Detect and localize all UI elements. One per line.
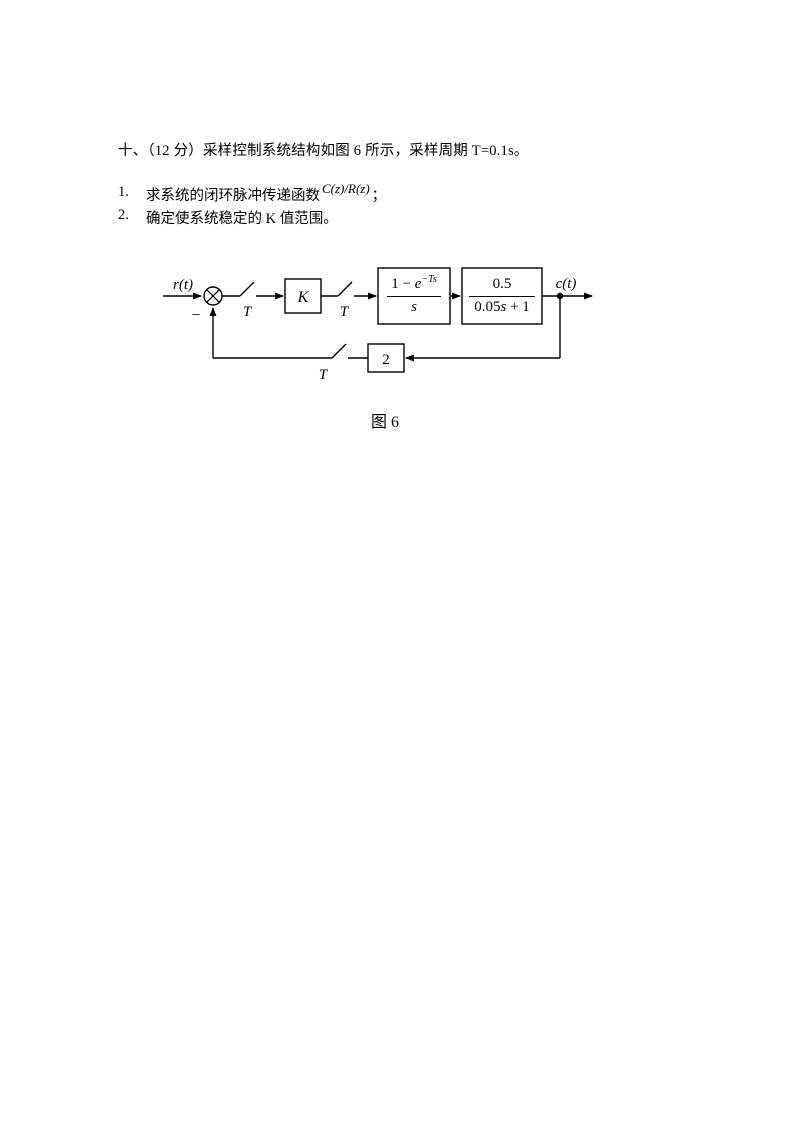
inline-math-transfer-function: C(z)/R(z): [322, 181, 370, 196]
minus-sign-label: −: [191, 307, 200, 324]
sampler-period-label-2: T: [340, 304, 350, 320]
zoh-denominator: s: [411, 298, 417, 315]
plant-den-tail: + 1: [506, 298, 530, 315]
input-signal-label: r(t): [173, 277, 193, 293]
plant-den-coeff: 0.05: [474, 298, 501, 315]
list-number: 2.: [118, 207, 129, 223]
block-diagram: r(t) − T K T c(t) 2: [163, 267, 593, 383]
sampler-switch-3: [331, 343, 347, 359]
sampler-period-label-3: T: [319, 367, 329, 383]
list-item-2: 2. 确定使系统稳定的 K 值范围。: [118, 207, 338, 228]
sampler-switch-1: [239, 281, 255, 297]
feedback-block-label: 2: [382, 352, 390, 368]
plant-block-content: 0.5 0.05s + 1: [462, 268, 542, 324]
list-text: 求系统的闭环脉冲传递函数: [146, 188, 320, 204]
list-number: 1.: [118, 184, 129, 200]
list-item-1: 1. 求系统的闭环脉冲传递函数 C(z)/R(z) ；: [118, 181, 387, 205]
plant-den-variable: s: [500, 298, 507, 315]
gain-block-label: K: [297, 289, 310, 306]
figure-caption: 图 6: [370, 414, 399, 431]
feedback-block: [367, 343, 405, 373]
list-text: 确定使系统稳定的 K 值范围。: [146, 211, 338, 227]
zoh-block-content: 1 − e−Ts s: [378, 268, 450, 324]
list-suffix: ；: [371, 188, 387, 204]
fraction-bar: [469, 295, 535, 297]
gain-block: [284, 278, 322, 314]
zoh-num-prefix: 1 −: [391, 276, 415, 293]
zoh-num-exponent: −Ts: [421, 274, 437, 286]
plant-numerator: 0.5: [492, 276, 512, 293]
problem-statement: 十、（12 分）采样控制系统结构如图 6 所示，采样周期 T=0.1s。: [118, 143, 529, 159]
plant-denominator: 0.05s + 1: [474, 299, 530, 316]
zoh-numerator: 1 − e−Ts: [391, 274, 437, 293]
sampler-switch-2: [337, 281, 353, 297]
sampler-period-label-1: T: [243, 304, 253, 320]
output-signal-label: c(t): [556, 276, 577, 292]
summing-junction-cross: [206, 289, 220, 303]
zoh-num-base: e: [414, 276, 422, 293]
fraction-bar: [387, 295, 441, 297]
